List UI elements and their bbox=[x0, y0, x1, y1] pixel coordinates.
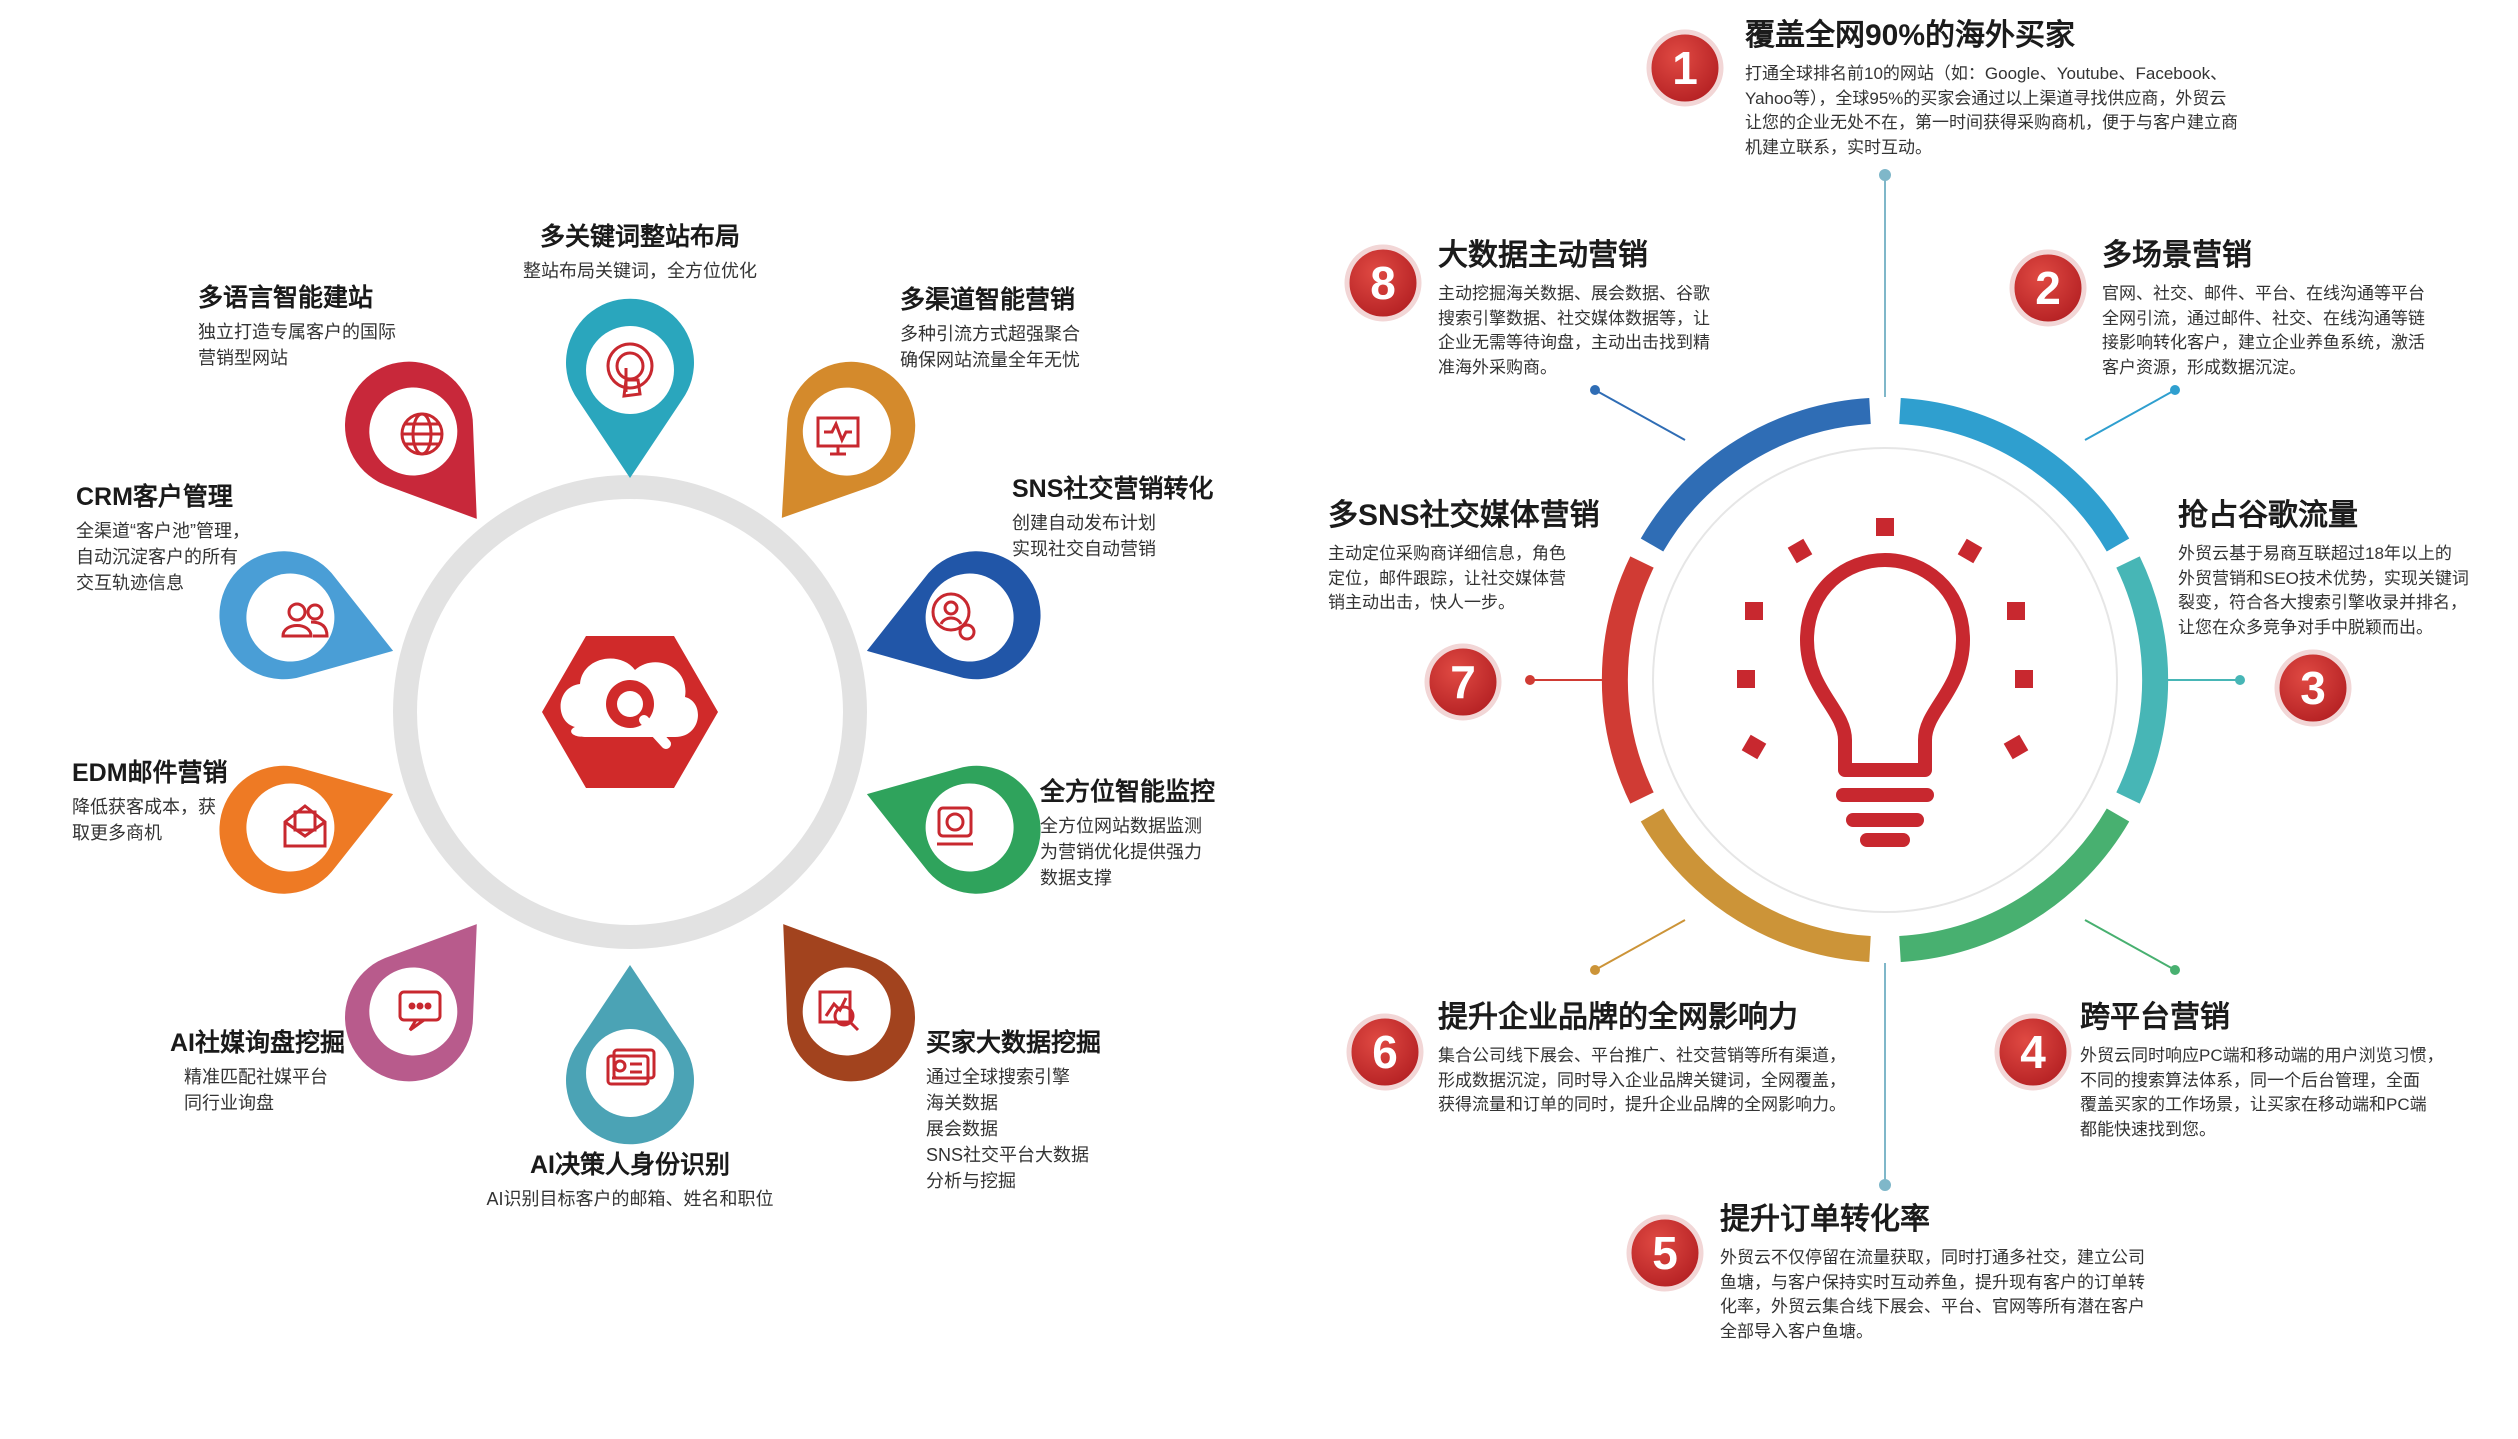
lightbulb-icon bbox=[1800, 553, 1970, 847]
data-search-icon bbox=[818, 990, 860, 1032]
connector-lines bbox=[1525, 169, 2245, 1191]
label-right-4: 跨平台营销 外贸云同时响应PC端和移动端的用户浏览习惯，不同的搜索算法体系，同一… bbox=[2080, 1000, 2500, 1143]
item-desc: 主动挖掘海关数据、展会数据、谷歌搜索引擎数据、社交媒体数据等，让企业无需等待询盘… bbox=[1438, 284, 1710, 377]
item-title: 跨平台营销 bbox=[2080, 1001, 2230, 1034]
svg-text:1: 1 bbox=[1672, 42, 1698, 94]
chat-icon bbox=[398, 990, 442, 1032]
item-desc: 主动定位采购商详细信息，角色定位，邮件跟踪，让社交媒体营销主动出击，快人一步。 bbox=[1328, 544, 1566, 613]
badge-3: 3 bbox=[2274, 649, 2352, 727]
label-right-6: 提升企业品牌的全网影响力 集合公司线下展会、平台推广、社交营销等所有渠道，形成数… bbox=[1438, 1000, 1888, 1118]
arc-right bbox=[2116, 556, 2169, 804]
bulb-rays bbox=[1737, 518, 2033, 760]
svg-text:6: 6 bbox=[1372, 1026, 1398, 1078]
badge-8: 8 bbox=[1344, 244, 1422, 322]
right-ring-graphic bbox=[1525, 169, 2245, 1191]
item-desc: 全渠道“客户池”管理，自动沉淀客户的所有交互轨迹信息 bbox=[76, 521, 250, 594]
item-desc: 创建自动发布计划实现社交自动营销 bbox=[1012, 513, 1156, 560]
item-title: 提升企业品牌的全网影响力 bbox=[1438, 1001, 1798, 1034]
label-right-5: 提升订单转化率 外贸云不仅停留在流量获取，同时打通多社交，建立公司鱼塘，与客户保… bbox=[1720, 1202, 2190, 1345]
inner-thin-ring bbox=[1652, 447, 2118, 913]
pin-monitoring bbox=[866, 765, 1041, 894]
item-desc: 官网、社交、邮件、平台、在线沟通等平台全网引流，通过邮件、社交、在线沟通等链接影… bbox=[2102, 284, 2425, 377]
item-title: EDM邮件营销 bbox=[72, 759, 228, 787]
arc-top-left bbox=[1640, 398, 1871, 552]
item-title: 大数据主动营销 bbox=[1438, 239, 1648, 272]
label-monitoring: 全方位智能监控 全方位网站数据监测为营销优化提供强力数据支撑 bbox=[1040, 777, 1260, 891]
label-edm: EDM邮件营销 降低获客成本，获取更多商机 bbox=[72, 758, 272, 846]
svg-text:2: 2 bbox=[2035, 262, 2061, 314]
arc-top-right bbox=[1899, 398, 2130, 552]
item-desc: 外贸云同时响应PC端和移动端的用户浏览习惯，不同的搜索算法体系，同一个后台管理，… bbox=[2080, 1046, 2444, 1139]
label-right-8: 大数据主动营销 主动挖掘海关数据、展会数据、谷歌搜索引擎数据、社交媒体数据等，让… bbox=[1438, 238, 1758, 381]
item-desc: 降低获客成本，获取更多商机 bbox=[72, 797, 216, 844]
label-right-7: 多SNS社交媒体营销 主动定位采购商详细信息，角色定位，邮件跟踪，让社交媒体营销… bbox=[1328, 498, 1628, 616]
mail-icon bbox=[283, 804, 327, 848]
monitor-icon bbox=[816, 416, 860, 456]
item-desc: AI识别目标客户的邮箱、姓名和职位 bbox=[486, 1189, 774, 1209]
item-title: 提升订单转化率 bbox=[1720, 1203, 1930, 1236]
arc-left bbox=[1601, 556, 1654, 804]
item-title: 多渠道智能营销 bbox=[900, 286, 1076, 314]
cloud-search-logo-icon bbox=[542, 636, 718, 788]
label-sns: SNS社交营销转化 创建自动发布计划实现社交自动营销 bbox=[1012, 474, 1252, 562]
users-icon bbox=[281, 602, 329, 638]
arc-bottom-right bbox=[1899, 808, 2130, 962]
item-title: 抢占谷歌流量 bbox=[2178, 499, 2358, 532]
item-title: 多关键词整站布局 bbox=[539, 223, 740, 251]
item-desc: 精准匹配社媒平台同行业询盘 bbox=[184, 1067, 328, 1114]
label-right-3: 抢占谷歌流量 外贸云基于易商互联超过18年以上的外贸营销和SEO技术优势，实现关… bbox=[2178, 498, 2508, 641]
id-card-icon bbox=[606, 1048, 656, 1086]
badge-1: 1 bbox=[1646, 29, 1724, 107]
item-desc: 外贸云基于易商互联超过18年以上的外贸营销和SEO技术优势，实现关键词裂变，符合… bbox=[2178, 544, 2469, 637]
item-title: 全方位智能监控 bbox=[1040, 778, 1216, 806]
pin-buyer-data bbox=[783, 924, 915, 1082]
badge-6: 6 bbox=[1346, 1013, 1424, 1091]
item-title: AI社媒询盘挖掘 bbox=[170, 1029, 346, 1057]
label-ai-identity: AI决策人身份识别 AI识别目标客户的邮箱、姓名和职位 bbox=[455, 1150, 805, 1212]
item-title: 多语言智能建站 bbox=[198, 284, 374, 312]
svg-text:3: 3 bbox=[2300, 662, 2326, 714]
item-desc: 独立打造专属客户的国际营销型网站 bbox=[198, 322, 396, 369]
touch-icon bbox=[606, 342, 654, 398]
item-title: 多SNS社交媒体营销 bbox=[1328, 499, 1600, 532]
item-title: 覆盖全网90%的海外买家 bbox=[1745, 19, 2076, 52]
item-title: 多场景营销 bbox=[2102, 239, 2252, 272]
label-crm: CRM客户管理 全渠道“客户池”管理，自动沉淀客户的所有交互轨迹信息 bbox=[76, 482, 306, 596]
arc-bottom-left bbox=[1640, 808, 1871, 962]
badge-2: 2 bbox=[2009, 249, 2087, 327]
item-desc: 外贸云不仅停留在流量获取，同时打通多社交，建立公司鱼塘，与客户保持实时互动养鱼，… bbox=[1720, 1248, 2145, 1341]
item-title: CRM客户管理 bbox=[76, 483, 233, 511]
badge-4: 4 bbox=[1994, 1013, 2072, 1091]
pin-keyword-layout bbox=[566, 298, 694, 478]
item-title: AI决策人身份识别 bbox=[529, 1151, 730, 1179]
badge-7: 7 bbox=[1424, 643, 1502, 721]
label-keyword-layout: 多关键词整站布局 整站布局关键词，全方位优化 bbox=[490, 222, 790, 284]
svg-text:7: 7 bbox=[1450, 656, 1476, 708]
number-badges: 1 2 3 4 5 6 7 8 bbox=[1344, 29, 2352, 1292]
label-multilingual: 多语言智能建站 独立打造专属客户的国际营销型网站 bbox=[198, 283, 438, 371]
camera-icon bbox=[937, 806, 973, 846]
svg-text:5: 5 bbox=[1652, 1227, 1678, 1279]
item-desc: 全方位网站数据监测为营销优化提供强力数据支撑 bbox=[1040, 816, 1202, 889]
label-ai-social: AI社媒询盘挖掘 精准匹配社媒平台同行业询盘 bbox=[170, 1028, 370, 1116]
label-right-1: 覆盖全网90%的海外买家 打通全球排名前10的网站（如：Google、Youtu… bbox=[1745, 18, 2305, 161]
item-desc: 多种引流方式超强聚合确保网站流量全年无忧 bbox=[900, 324, 1080, 371]
label-right-2: 多场景营销 官网、社交、邮件、平台、在线沟通等平台全网引流，通过邮件、社交、在线… bbox=[2102, 238, 2502, 381]
globe-icon bbox=[400, 412, 444, 456]
item-desc: 打通全球排名前10的网站（如：Google、Youtube、Facebook、Y… bbox=[1745, 64, 2238, 157]
item-desc: 整站布局关键词，全方位优化 bbox=[523, 261, 757, 281]
item-desc: 集合公司线下展会、平台推广、社交营销等所有渠道，形成数据沉淀，同时导入企业品牌关… bbox=[1438, 1046, 1846, 1115]
center-ring bbox=[393, 475, 867, 949]
svg-text:8: 8 bbox=[1370, 257, 1396, 309]
user-gear-icon bbox=[931, 592, 976, 641]
svg-text:4: 4 bbox=[2020, 1026, 2046, 1078]
label-multichannel: 多渠道智能营销 多种引流方式超强聚合确保网站流量全年无忧 bbox=[900, 285, 1140, 373]
item-title: 买家大数据挖掘 bbox=[926, 1029, 1102, 1057]
badge-5: 5 bbox=[1626, 1214, 1704, 1292]
item-title: SNS社交营销转化 bbox=[1012, 475, 1214, 503]
